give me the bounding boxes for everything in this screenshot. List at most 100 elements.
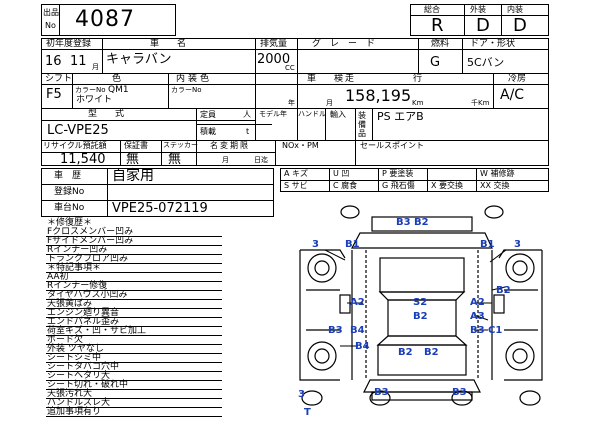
doors-shape: 5Cバン xyxy=(467,56,505,69)
exterior-grade: D xyxy=(476,15,490,36)
capacity-unit: 人 xyxy=(243,110,251,119)
mileage-header: 走 行 xyxy=(345,74,431,84)
mark-s2: S2 xyxy=(413,297,428,308)
note-line: タイヤハウス小凹み xyxy=(47,290,128,300)
color-no-label: カラーNo xyxy=(75,86,106,94)
mark-a3: A3 xyxy=(470,311,485,322)
model-year-header: モデル年 xyxy=(259,110,287,118)
cargo-unit: t xyxy=(246,127,250,136)
note-line: AA初 xyxy=(47,272,69,282)
mark-b3-right: B3 xyxy=(470,325,485,336)
overall-grade-label: 総合 xyxy=(424,5,440,14)
shift-header: シフト xyxy=(45,74,73,84)
legend-xx: XX 交換 xyxy=(480,181,510,190)
interior-grade: D xyxy=(513,15,527,36)
model: LC-VPE25 xyxy=(47,123,109,138)
mark-a2-left: A2 xyxy=(350,297,365,308)
mark-b1-left: B1 xyxy=(345,239,360,250)
capacity-header: 定員 xyxy=(200,110,216,119)
legend-w: W 補修跡 xyxy=(480,169,515,178)
grade-header: グ レ ー ド xyxy=(312,39,376,49)
legend-u: U 凹 xyxy=(333,169,350,178)
mark-b4: B4 xyxy=(350,325,365,336)
mark-b2-center: B2 xyxy=(413,311,428,322)
fuel: G xyxy=(430,55,441,70)
color-name: ホワイト xyxy=(76,95,113,105)
car-name: キャラバン xyxy=(106,52,172,67)
mark-b1-right: B1 xyxy=(480,239,495,250)
mark-a2-right: A2 xyxy=(470,297,485,308)
reg-month-unit: 月 xyxy=(92,63,99,71)
import-header: 輸入 xyxy=(330,110,346,119)
handle-header: ハンドル xyxy=(298,110,326,118)
note-line: 追加事項有り xyxy=(47,407,102,417)
mark-3-left-top: 3 xyxy=(312,239,319,250)
chassis-no-value: VPE25-072119 xyxy=(112,201,208,216)
ac: A/C xyxy=(500,87,525,103)
mileage: 158,195 xyxy=(345,86,412,105)
legend-c: C 腐食 xyxy=(333,181,358,190)
interior-color-no-label: カラーNo xyxy=(171,86,202,94)
note-line: エンジン廻り異音 xyxy=(47,308,120,318)
mark-b2-lower-b: B2 xyxy=(424,347,439,358)
cargo-header: 積載 xyxy=(200,127,216,136)
reg-no-header: 登録No xyxy=(54,187,85,197)
legend-p: P 要塗装 xyxy=(382,169,414,178)
nox-header: NOx・PM xyxy=(282,141,319,150)
ac-header: 冷房 xyxy=(508,74,527,84)
lot-shutsu-label: 出品 xyxy=(43,8,59,17)
reg-month: 11 xyxy=(70,54,87,69)
mileage-unit: Km xyxy=(412,99,424,107)
lot-no-label: No xyxy=(45,21,56,30)
first-reg-header: 初年度登録 xyxy=(46,39,92,49)
note-line: 外装 ツヤなし xyxy=(47,344,104,354)
note-line: ボード欠 xyxy=(47,335,84,345)
note-line: Rインナー修復 xyxy=(47,281,108,291)
note-line: シートシミ中 xyxy=(47,353,102,363)
note-line: Rインナー凹み xyxy=(47,245,108,255)
reg-era: 16 xyxy=(45,54,62,69)
history-value: 自家用 xyxy=(112,168,154,184)
lot-number-box xyxy=(41,4,176,36)
note-line: エンドパネル歪み xyxy=(47,317,120,327)
mark-3-right-top: 3 xyxy=(514,239,521,250)
name-change-header: 名変期限 xyxy=(210,141,250,150)
mark-c1-label: C1 xyxy=(488,325,503,336)
exterior-grade-label: 外装 xyxy=(470,5,486,14)
displacement-header: 排気量 xyxy=(260,39,288,49)
note-line: トランクフロア凹み xyxy=(47,254,129,264)
note-line: 荷室キズ・凹・サビ加工 xyxy=(47,326,147,336)
grades-box xyxy=(410,4,549,36)
shift: F5 xyxy=(46,87,62,102)
warranty-header: 保証書 xyxy=(124,141,148,150)
mark-b2-lower-a: B2 xyxy=(398,347,413,358)
name-change-month: 月 xyxy=(222,156,229,164)
sales-point-header: セールスポイント xyxy=(360,141,424,150)
chassis-no-header: 車台No xyxy=(54,203,85,213)
sticker-value: 無 xyxy=(168,152,182,167)
recycle-header: リサイクル預託額 xyxy=(43,141,107,150)
interior-grade-label: 内装 xyxy=(507,5,523,14)
note-line: シート切れ・破れ中 xyxy=(47,380,129,390)
recycle-value: 11,540 xyxy=(60,152,106,167)
model-header: 型 式 xyxy=(88,109,125,119)
history-header: 車 歴 xyxy=(54,171,82,181)
info-table xyxy=(41,38,549,166)
mark-b3-bottom-b: B3 xyxy=(452,387,467,398)
note-line: ハンドルスレ大 xyxy=(47,398,111,408)
note-line: シートタバコ穴中 xyxy=(47,362,120,372)
mark-b4-lower: B4 xyxy=(355,341,370,352)
mark-3-bottom: 3 xyxy=(298,389,305,400)
legend-s: S サビ xyxy=(284,181,308,190)
equipment-header: 装備品 xyxy=(358,111,366,138)
note-line: ＊修復歴＊ xyxy=(47,218,93,228)
note-line: Fサイドメンバー凹み xyxy=(47,236,134,246)
note-line: 天張黄ばみ xyxy=(47,299,93,309)
thousand-km-unit: 千Km xyxy=(471,99,490,107)
fuel-header: 燃料 xyxy=(431,39,450,49)
mark-b2-right: B2 xyxy=(496,285,511,296)
color-header: 色 xyxy=(112,74,122,84)
displacement-unit: CC xyxy=(285,64,295,72)
note-line: ＊特記事項＊ xyxy=(47,263,102,273)
